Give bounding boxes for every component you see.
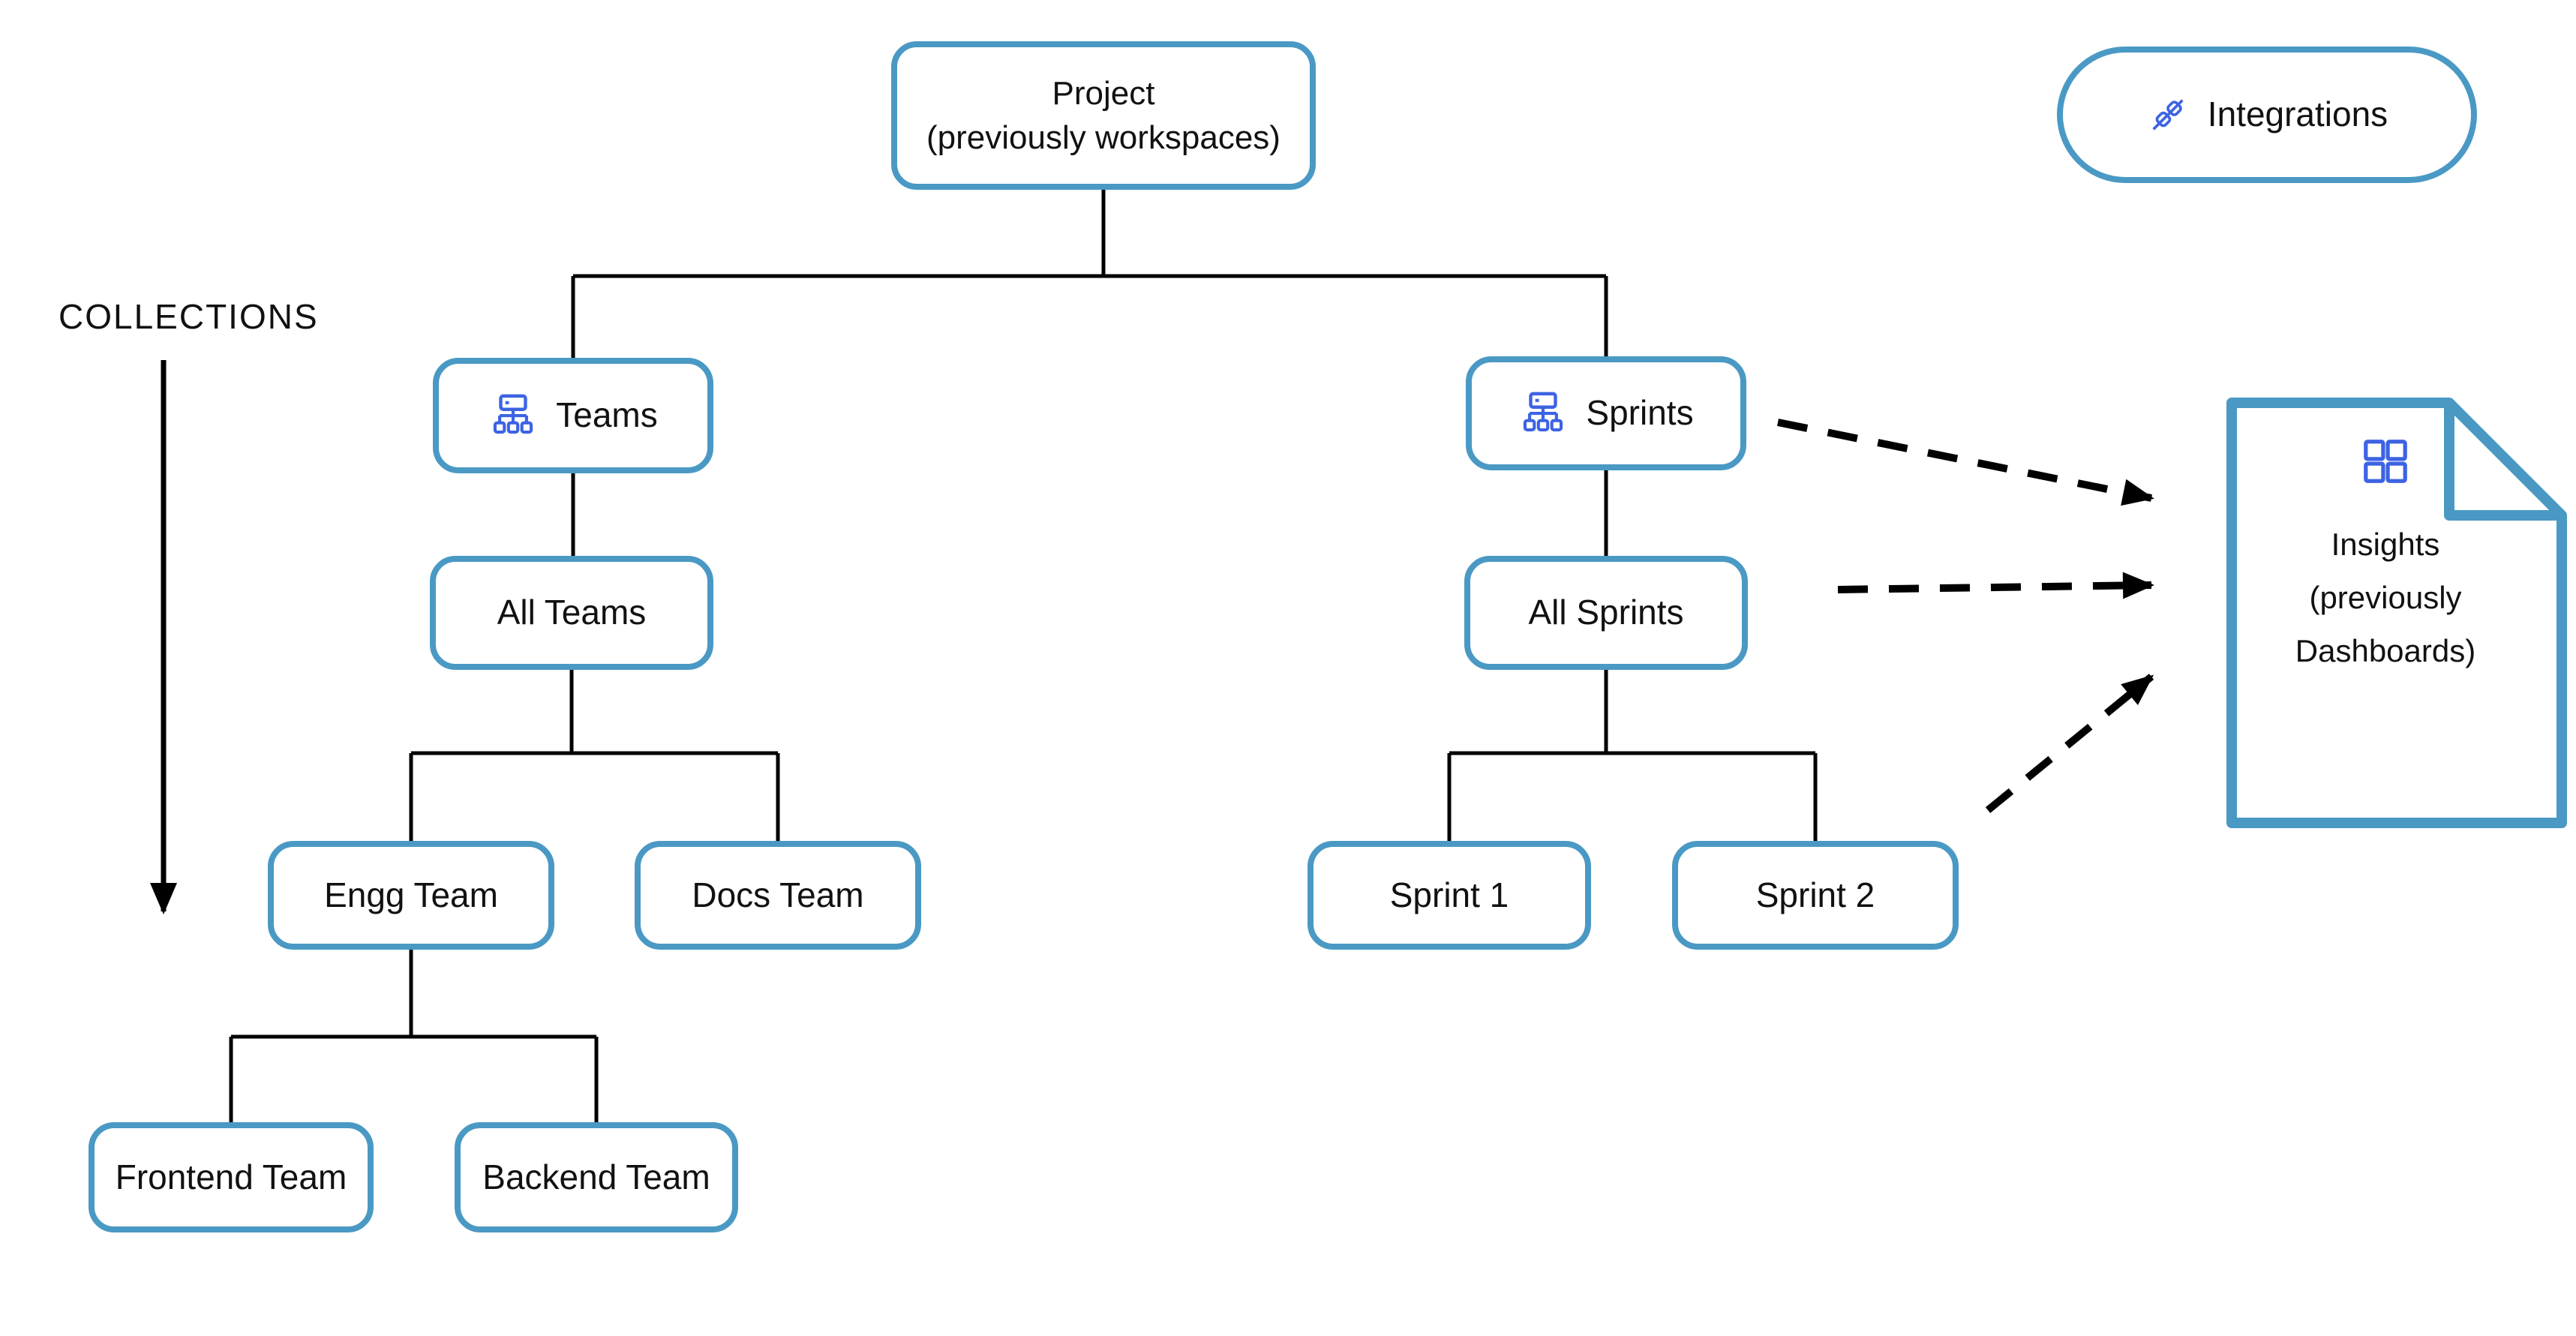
integrations-label: Integrations <box>2207 95 2388 134</box>
node-backend-team: Backend Team <box>455 1122 738 1232</box>
node-project: Project (previously workspaces) <box>891 41 1316 190</box>
frontend-team-label: Frontend Team <box>115 1157 347 1196</box>
insights-title: Insights <box>2331 527 2440 562</box>
insights-document-shape <box>2226 398 2567 828</box>
sprint-2-label: Sprint 2 <box>1755 875 1875 914</box>
project-subtitle: (previously workspaces) <box>926 119 1280 156</box>
sprint-1-label: Sprint 1 <box>1389 875 1509 914</box>
dashboard-grid-icon <box>2364 440 2407 483</box>
backend-team-label: Backend Team <box>482 1157 710 1196</box>
node-all-teams: All Teams <box>430 556 713 670</box>
docs-team-label: Docs Team <box>692 875 864 914</box>
dashed-arrow-sprint2-to-insights <box>1985 674 2154 813</box>
integrations-pill: Integrations <box>2057 47 2477 183</box>
dashed-arrow-all-sprints-to-insights <box>1837 572 2154 599</box>
node-sprints: Sprints <box>1466 356 1746 470</box>
sprints-label: Sprints <box>1586 393 1694 433</box>
node-all-sprints: All Sprints <box>1464 556 1748 670</box>
insights-subtitle-line1: (previously <box>2309 580 2462 615</box>
all-sprints-label: All Sprints <box>1528 593 1684 632</box>
node-engg-team: Engg Team <box>268 841 554 950</box>
all-teams-label: All Teams <box>497 593 647 632</box>
dashed-arrows-to-insights <box>1777 419 2154 813</box>
collections-label: COLLECTIONS <box>59 297 319 336</box>
org-chart-icon <box>1524 392 1563 432</box>
tree-connectors <box>229 190 1818 1122</box>
node-sprint-2: Sprint 2 <box>1672 841 1959 950</box>
node-frontend-team: Frontend Team <box>89 1122 374 1232</box>
teams-label: Teams <box>556 395 658 435</box>
project-title: Project <box>1052 75 1155 112</box>
insights-document-content: Insights (previously Dashboards) <box>2226 434 2544 674</box>
engg-team-label: Engg Team <box>324 875 498 914</box>
insights-subtitle-line2: Dashboards) <box>2295 633 2476 668</box>
node-teams: Teams <box>433 358 713 473</box>
dashed-arrow-sprints-to-insights <box>1777 419 2154 506</box>
node-docs-team: Docs Team <box>635 841 921 950</box>
integrations-plug-icon <box>2152 99 2184 131</box>
node-sprint-1: Sprint 1 <box>1308 841 1591 950</box>
org-chart-icon <box>494 394 533 434</box>
